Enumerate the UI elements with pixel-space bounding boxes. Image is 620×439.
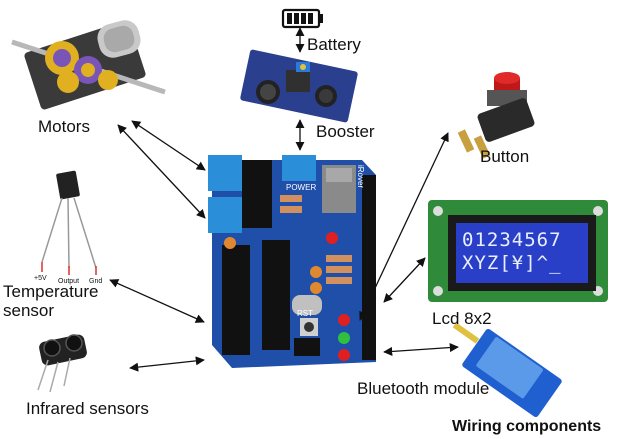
- lcd-line-2: XYZ[¥]^_: [462, 252, 562, 274]
- arrow-bluetooth-board: [383, 343, 459, 356]
- label-button: Button: [480, 147, 530, 166]
- label-temperature-line1: Temperature: [3, 282, 99, 301]
- arrow-temp-board: [109, 279, 205, 323]
- battery-icon: [281, 8, 323, 29]
- connection-arrows: [109, 27, 459, 372]
- label-bluetooth: Bluetooth module: [357, 379, 490, 398]
- board-name-label: iRover: [356, 165, 365, 189]
- lcd-module: [428, 200, 608, 302]
- label-pin-output: Output: [58, 278, 80, 285]
- label-pin-5v: +5V: [34, 275, 47, 282]
- arrow-motors-board-2: [117, 124, 206, 219]
- temperature-sensor: [41, 170, 97, 275]
- arrow-motors-board-1: [131, 120, 206, 171]
- board-power-label: POWER: [286, 183, 317, 192]
- arrow-lcd-board: [383, 257, 426, 303]
- label-temperature-line2: sensor: [3, 301, 55, 320]
- label-lcd: Lcd 8x2: [432, 309, 492, 328]
- booster-module: [240, 49, 358, 123]
- board-reset-label: RST: [297, 309, 313, 318]
- arrow-button-board: [359, 132, 449, 321]
- label-booster: Booster: [316, 122, 375, 141]
- label-infrared: Infrared sensors: [26, 399, 149, 418]
- footer-title: Wiring components: [452, 418, 602, 435]
- motors-gearbox: [11, 20, 166, 110]
- push-button: [457, 72, 535, 159]
- infrared-sensor: [37, 334, 87, 393]
- bluetooth-module: [452, 322, 562, 418]
- label-pin-gnd: Gnd: [89, 278, 103, 285]
- arrow-infrared-board: [129, 356, 205, 372]
- label-motors: Motors: [38, 117, 90, 136]
- lcd-line-1: 01234567: [462, 229, 562, 251]
- label-battery: Battery: [307, 35, 361, 54]
